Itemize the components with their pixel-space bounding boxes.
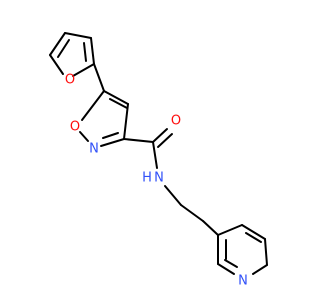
atom-n-isoxazole: N bbox=[89, 142, 99, 157]
ring-link-bond bbox=[93, 63, 105, 92]
molecule-structure: O O N O N H N bbox=[49, 32, 268, 289]
atom-o-furan: O bbox=[65, 73, 75, 88]
pyridine-ring bbox=[202, 220, 268, 275]
atom-o-isoxazole: O bbox=[70, 120, 80, 135]
atom-h-amide: H bbox=[142, 171, 152, 186]
isoxazole-ring bbox=[79, 90, 129, 147]
atom-n-pyridine: N bbox=[238, 274, 248, 289]
atom-o-carbonyl: O bbox=[171, 114, 181, 129]
atom-n-amide: N bbox=[154, 171, 164, 186]
amide-group bbox=[123, 128, 204, 222]
atom-labels: O O N O N H N bbox=[65, 73, 248, 289]
furan-ring bbox=[49, 32, 95, 77]
